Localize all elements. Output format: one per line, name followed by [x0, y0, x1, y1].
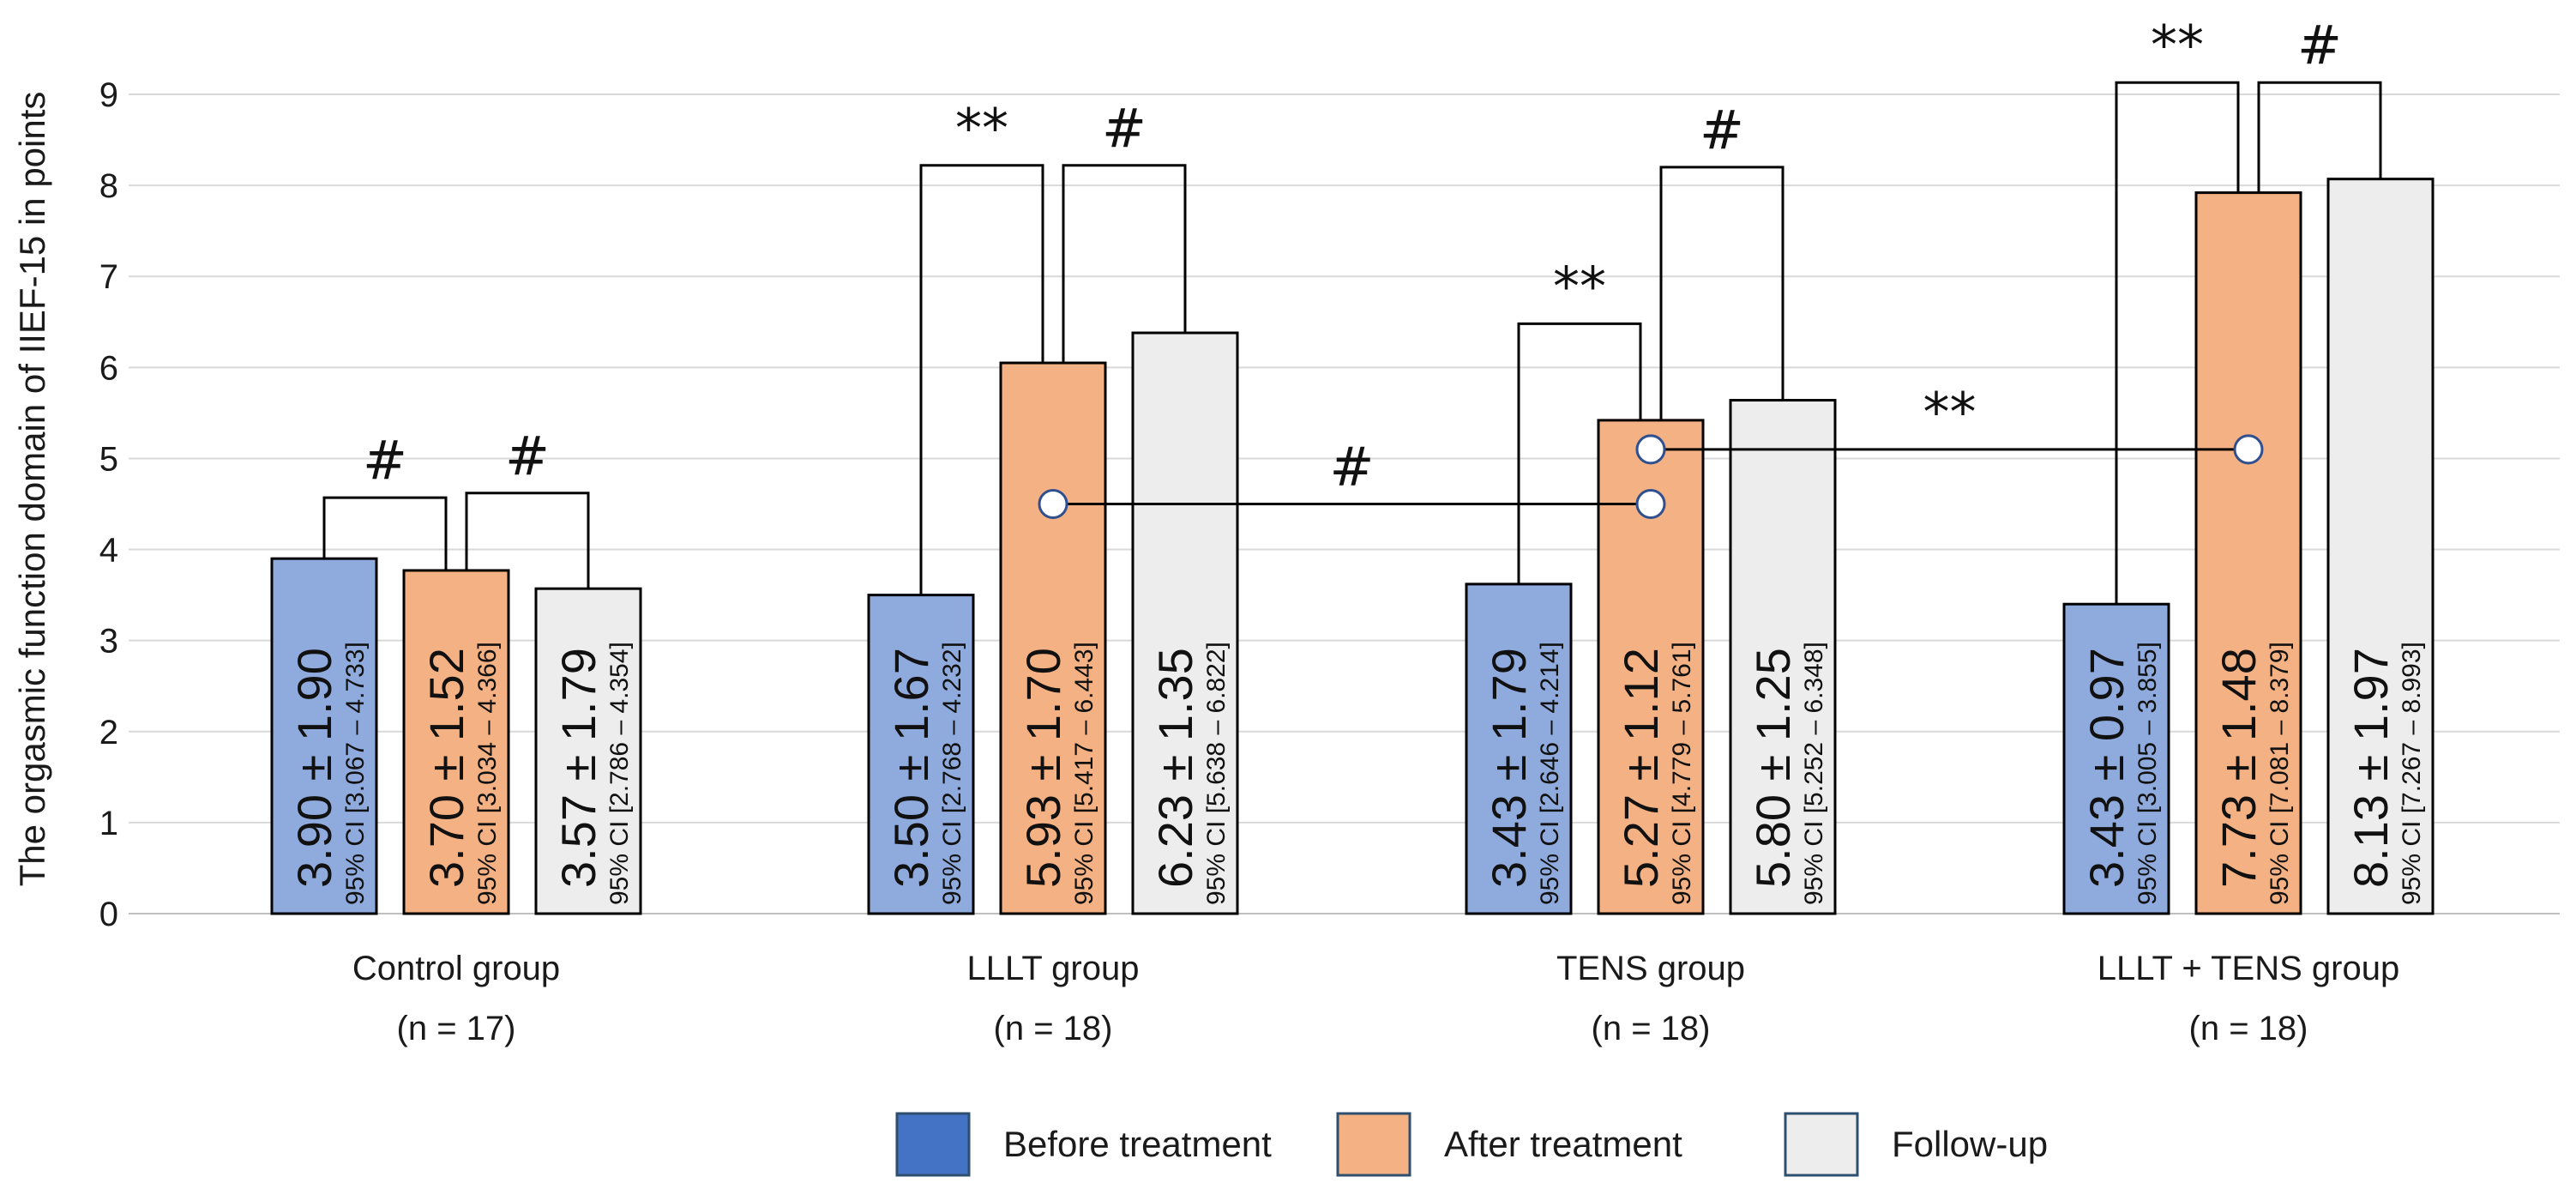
- bar-ci-label: 95% CI [3.067 – 4.733]: [341, 642, 370, 905]
- bar-after-treatment-3: [2194, 191, 2302, 915]
- comparison-endpoint: [2233, 434, 2264, 465]
- bar-value-label: 3.70 ± 1.52: [419, 648, 473, 888]
- y-axis-label: The orgasmic function domain of IIEF-15 …: [12, 92, 52, 887]
- bar-after-treatment-1: [999, 361, 1107, 915]
- legend-label: Before treatment: [1003, 1124, 1272, 1164]
- bar-value-label: 5.93 ± 1.70: [1016, 648, 1070, 888]
- y-tick-label: 9: [99, 76, 118, 114]
- legend-label: Follow-up: [1892, 1124, 2048, 1164]
- bar-value-label: 3.90 ± 1.90: [287, 648, 341, 888]
- significance-symbol: #: [2297, 14, 2342, 76]
- significance-bracket: [2115, 81, 2240, 605]
- bar-value-label: 5.80 ± 1.25: [1746, 648, 1800, 888]
- bar-ci-label: 95% CI [2.768 – 4.232]: [938, 642, 966, 905]
- comparison-endpoint: [1635, 434, 1666, 465]
- significance-symbol: **: [2151, 14, 2204, 76]
- significance-symbol: #: [1102, 97, 1147, 160]
- significance-bracket: [919, 164, 1044, 595]
- category-label: LLLT + TENS group: [2098, 950, 2399, 987]
- bar-value-label: 3.57 ± 1.79: [551, 648, 605, 888]
- significance-bracket: [465, 492, 590, 589]
- comparison-endpoint: [1038, 489, 1068, 519]
- bar-value-label: 6.23 ± 1.35: [1148, 648, 1202, 888]
- significance-bracket: [1062, 164, 1187, 364]
- significance-brackets: # # ** # ** # ** # # **: [322, 14, 2382, 605]
- significance-symbol: #: [363, 429, 407, 492]
- legend-label: After treatment: [1444, 1124, 1682, 1164]
- bar-after-treatment-0: [402, 569, 510, 915]
- y-tick-label: 3: [99, 623, 118, 661]
- legend: Before treatment After treatment Follow-up: [895, 1112, 2048, 1177]
- bar-value-label: 8.13 ± 1.97: [2344, 648, 2398, 888]
- bar-value-label: 3.50 ± 1.67: [884, 648, 938, 888]
- significance-symbol: **: [1553, 255, 1606, 317]
- legend-swatch: [1336, 1112, 1411, 1177]
- bar-value-label: 7.73 ± 1.48: [2212, 648, 2266, 888]
- significance-bracket: [322, 496, 448, 570]
- bar-follow-up-2: [1729, 399, 1837, 915]
- bar-ci-label: 95% CI [5.417 – 6.443]: [1070, 642, 1098, 905]
- bar-value-label: 3.43 ± 0.97: [2079, 648, 2134, 888]
- category-n-label: (n = 17): [397, 1010, 516, 1047]
- significance-symbol: #: [505, 425, 550, 487]
- y-tick-label: 0: [99, 896, 118, 933]
- significance-bracket: [1517, 322, 1642, 584]
- bar-ci-label: 95% CI [3.034 – 4.366]: [473, 642, 502, 905]
- comparison-endpoint: [1635, 489, 1666, 519]
- bar-follow-up-0: [534, 587, 642, 915]
- significance-symbol: #: [1330, 436, 1375, 498]
- bar-before-treatment-2: [1465, 582, 1573, 915]
- significance-symbol: **: [955, 97, 1008, 160]
- y-tick-label: 2: [99, 714, 118, 751]
- significance-symbol: #: [1700, 99, 1744, 161]
- bar-ci-label: 95% CI [7.267 – 8.993]: [2398, 642, 2426, 905]
- category-label: TENS group: [1556, 950, 1745, 987]
- significance-bracket: [2257, 81, 2382, 193]
- y-tick-label: 7: [99, 258, 118, 296]
- y-tick-label: 5: [99, 440, 118, 478]
- legend-swatch: [895, 1112, 971, 1177]
- bar-ci-label: 95% CI [4.779 – 5.761]: [1668, 642, 1696, 905]
- legend-swatch: [1784, 1112, 1859, 1177]
- y-tick-label: 1: [99, 805, 118, 842]
- bar-ci-label: 95% CI [7.081 – 8.379]: [2266, 642, 2294, 905]
- bar-ci-label: 95% CI [3.005 – 3.855]: [2134, 642, 2162, 905]
- significance-symbol: **: [1923, 381, 1977, 444]
- bar-ci-label: 95% CI [2.646 – 4.214]: [1536, 642, 1564, 905]
- significance-bracket: [1659, 166, 1785, 420]
- category-n-label: (n = 18): [2189, 1010, 2308, 1047]
- bar-value-label: 3.43 ± 1.79: [1482, 648, 1536, 888]
- y-tick-label: 8: [99, 167, 118, 205]
- bar-follow-up-3: [2326, 178, 2435, 915]
- y-tick-label: 6: [99, 349, 118, 387]
- gridlines: [129, 94, 2560, 914]
- bar-value-label: 5.27 ± 1.12: [1614, 648, 1668, 888]
- bar-ci-label: 95% CI [2.786 – 4.354]: [605, 642, 634, 905]
- y-axis-ticks: 0 1 2 3 4 5 6 7 8 9: [99, 76, 118, 933]
- category-n-label: (n = 18): [1592, 1010, 1711, 1047]
- category-labels: Control group (n = 17) LLLT group (n = 18) T…: [352, 950, 2399, 1047]
- y-tick-label: 4: [99, 532, 118, 570]
- category-label: Control group: [352, 950, 560, 987]
- bar-ci-label: 95% CI [5.638 – 6.822]: [1202, 642, 1231, 905]
- bar-ci-label: 95% CI [5.252 – 6.348]: [1800, 642, 1828, 905]
- category-n-label: (n = 18): [994, 1010, 1113, 1047]
- bar-before-treatment-1: [867, 594, 975, 915]
- category-label: LLLT group: [967, 950, 1140, 987]
- bar-before-treatment-3: [2062, 602, 2170, 915]
- bar-follow-up-1: [1131, 331, 1239, 915]
